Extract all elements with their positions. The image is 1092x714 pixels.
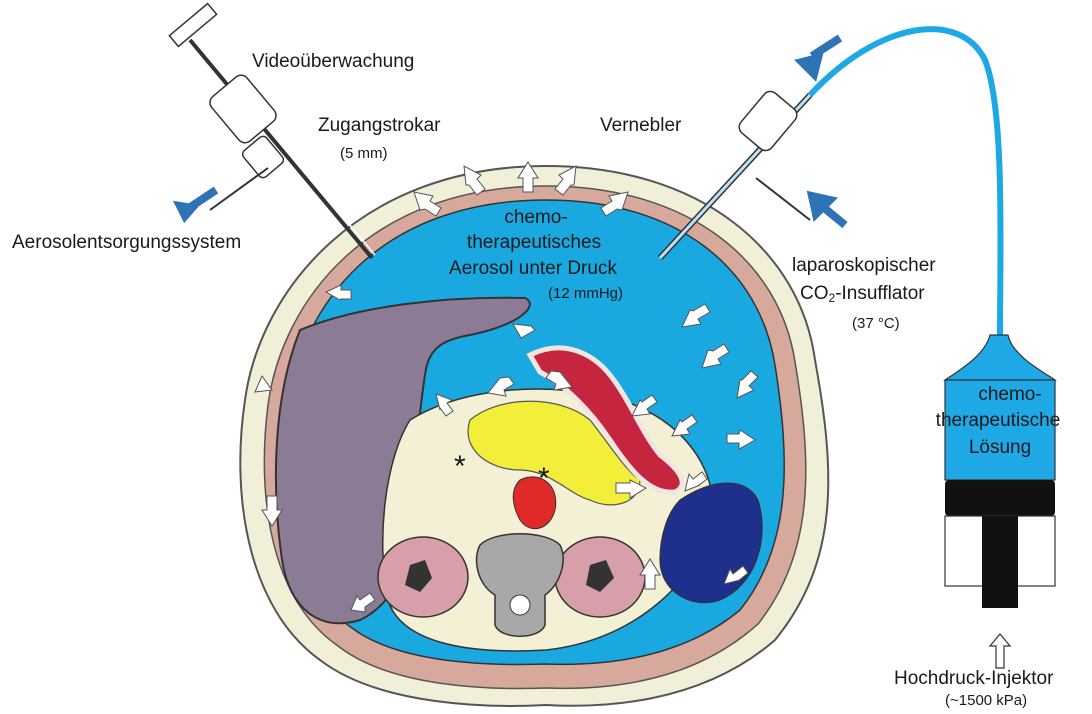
label-solution-line2: therapeutische xyxy=(936,411,1061,430)
label-insufflator: -Insufflator xyxy=(835,283,924,304)
label-video-monitoring: Videoüberwachung xyxy=(252,52,414,71)
disposal-flow-arrow xyxy=(180,190,216,216)
label-aerosol-line3: Aerosol unter Druck xyxy=(449,259,617,278)
syringe-cone xyxy=(945,335,1055,380)
asterisk-right: * xyxy=(538,464,550,494)
injector-push-arrow xyxy=(990,634,1010,668)
label-injector-pressure: (~1500 kPa) xyxy=(945,693,1027,708)
label-insufflator-temp: (37 °C) xyxy=(852,316,900,331)
label-aerosol-disposal: Aerosolentsorgungssystem xyxy=(12,233,241,252)
label-laparoscopic: laparoskopischer xyxy=(792,256,936,275)
label-aerosol-line1: chemo- xyxy=(504,208,567,227)
asterisk-left: * xyxy=(454,452,466,482)
co2-in-arrow xyxy=(812,196,845,225)
label-solution-line1: chemo- xyxy=(978,385,1041,404)
label-injector: Hochdruck-Injektor xyxy=(894,669,1053,688)
spinal-canal xyxy=(510,595,530,615)
label-nebulizer: Vernebler xyxy=(600,116,681,135)
label-aerosol-line2: therapeutisches xyxy=(467,233,601,252)
label-aerosol-pressure: (12 mmHg) xyxy=(548,286,623,301)
syringe-plunger-head xyxy=(945,480,1055,516)
label-co2: CO xyxy=(800,283,829,304)
label-solution-line3: Lösung xyxy=(969,438,1031,457)
label-trocar-size: (5 mm) xyxy=(340,146,388,161)
syringe-plunger-rod xyxy=(982,516,1018,608)
label-co2-insufflator: CO2-Insufflator xyxy=(800,284,925,304)
label-access-trocar: Zugangstrokar xyxy=(318,116,441,135)
